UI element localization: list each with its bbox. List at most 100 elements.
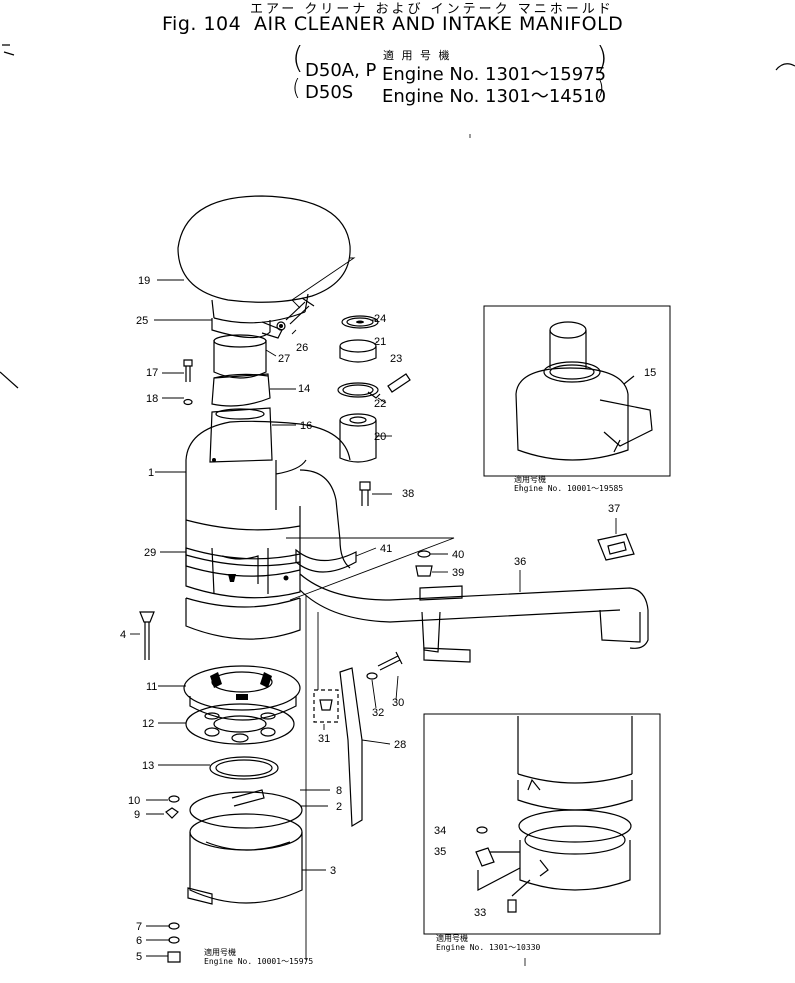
figure-title: AIR CLEANER AND INTAKE MANIFOLD — [254, 13, 624, 35]
engine-row-2: Engine No. 1301～14510 — [382, 86, 607, 107]
callout-20: 20 — [374, 431, 386, 443]
callout-6: 6 — [136, 935, 142, 947]
callout-28: 28 — [394, 739, 406, 751]
open-paren-1: ( — [292, 41, 304, 76]
callout-13: 13 — [142, 760, 154, 772]
leader-lines — [130, 257, 617, 960]
callout-27: 27 — [278, 353, 290, 365]
scan-mark — [775, 63, 795, 71]
model-row-2: D50S — [305, 82, 354, 103]
inset-upper-air-cleaner — [515, 321, 653, 461]
callout-19: 19 — [138, 275, 150, 287]
callout-17: 17 — [146, 367, 158, 379]
inset-upper-caption-engine: Engine No. 10001～19585 — [514, 484, 624, 493]
bolt-nut — [276, 297, 315, 331]
callout-10: 10 — [128, 795, 140, 807]
callout-1: 1 — [148, 467, 154, 479]
plate-12 — [185, 703, 295, 745]
filled-details — [210, 320, 364, 700]
callout-24: 24 — [374, 313, 386, 325]
applicability-label: 適 用 号 機 — [383, 49, 452, 62]
bolt-washer-30-32 — [366, 651, 403, 680]
scan-mark — [519, 484, 526, 966]
nut-washer-39-40 — [415, 550, 433, 577]
scan-mark — [2, 44, 15, 56]
gasket-37 — [597, 533, 635, 561]
clamp-upper — [211, 318, 283, 339]
callout-18: 18 — [146, 393, 158, 405]
callout-37: 37 — [608, 503, 620, 515]
gasket-13 — [209, 756, 279, 780]
callout-40: 40 — [452, 549, 464, 561]
lower-body — [185, 597, 301, 640]
washer-wingnut — [165, 795, 180, 819]
inset-upper-caption: 適用号機 Engine No. 10001～19585 — [514, 475, 623, 493]
intake-pipe — [213, 334, 267, 379]
inset-upper-caption-jp: 適用号機 — [514, 475, 546, 484]
callout-4: 4 — [120, 629, 126, 641]
callout-12: 12 — [142, 718, 154, 730]
engine-row-1: Engine No. 1301～15975 — [382, 64, 607, 85]
inset-lower-caption-jp: 適用号機 — [436, 934, 468, 943]
nut-31 — [313, 689, 339, 723]
callout-39: 39 — [452, 567, 464, 579]
model-row-1: D50A, P — [305, 60, 377, 81]
callout-33: 33 — [474, 907, 486, 919]
bolt-23 — [387, 373, 411, 393]
bolt-washer-17-18 — [183, 359, 193, 406]
callout-38: 38 — [402, 488, 414, 500]
callout-11: 11 — [146, 681, 157, 693]
callout-22: 22 — [374, 398, 386, 410]
callout-9: 9 — [134, 809, 140, 821]
open-paren-2: ( — [292, 76, 301, 101]
fasteners-5-6-7 — [167, 922, 181, 963]
inset-upper-right-frame — [483, 305, 671, 477]
callout-7: 7 — [136, 921, 142, 933]
air-cleaner-body — [185, 420, 351, 599]
inset-lower-right-frame — [423, 713, 661, 935]
callout-16: 16 — [300, 420, 312, 432]
inset-lower-caption: 適用号機 Engine No. 1301～10330 — [436, 934, 540, 952]
callout-31: 31 — [318, 733, 330, 745]
callout-labels: 19 25 17 18 14 16 1 29 4 11 12 13 10 9 8… — [120, 275, 656, 963]
clamp-41 — [295, 548, 357, 573]
callout-8: 8 — [336, 785, 342, 797]
callout-34: 34 — [434, 825, 446, 837]
callout-14: 14 — [298, 383, 310, 395]
close-paren-2: ) — [596, 76, 605, 101]
scan-mark — [0, 371, 19, 389]
callout-36: 36 — [514, 556, 526, 568]
callout-23: 23 — [390, 353, 402, 365]
intake-manifold — [299, 573, 649, 663]
band-29 — [185, 547, 301, 595]
bolt-38 — [359, 481, 371, 506]
callout-2: 2 — [336, 801, 342, 813]
dust-bowl-3 — [187, 813, 303, 905]
japanese-title: エアー クリーナ および インテーク マニホールド — [250, 2, 614, 17]
callout-25: 25 — [136, 315, 148, 327]
callout-41: 41 — [380, 543, 392, 555]
callout-29: 29 — [144, 547, 156, 559]
flange-16 — [209, 407, 273, 463]
callout-32: 32 — [372, 707, 384, 719]
callout-30: 30 — [392, 697, 404, 709]
figure-number: Fig. 104 — [162, 13, 242, 35]
callout-15: 15 — [644, 367, 656, 379]
inset-lower-air-cleaner — [475, 716, 633, 913]
bolt-4 — [139, 611, 155, 660]
callout-35: 35 — [434, 846, 446, 858]
main-bottom-caption-jp: 適用号機 — [204, 948, 236, 957]
callout-21: 21 — [374, 336, 386, 348]
callout-26: 26 — [296, 342, 308, 354]
clamp-ring-2 — [189, 789, 303, 829]
inset-lower-caption-engine: Engine No. 1301～10330 — [436, 943, 541, 952]
stay-28 — [339, 667, 363, 828]
cap-hood — [177, 195, 351, 324]
main-bottom-caption-engine: Engine No. 10001～15975 — [204, 957, 314, 966]
close-paren-1: ) — [596, 41, 608, 76]
callout-5: 5 — [136, 951, 142, 963]
cover-14 — [211, 373, 271, 407]
hose-stack — [337, 315, 381, 463]
main-bottom-caption: 適用号機 Engine No. 10001～15975 — [204, 948, 313, 966]
